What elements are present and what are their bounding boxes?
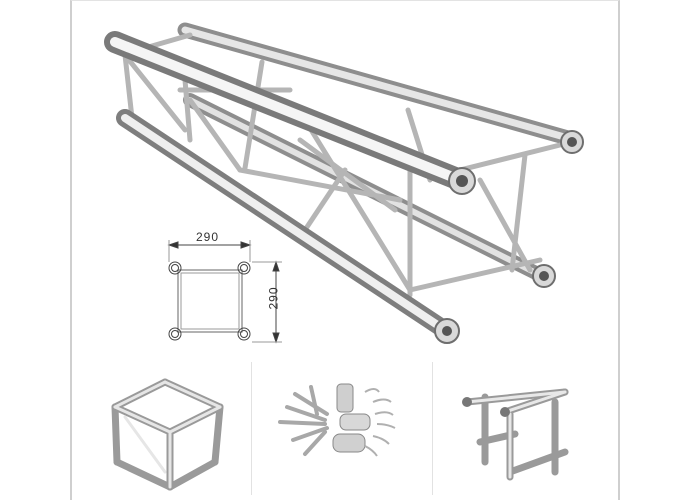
cross-section-diagram [167, 240, 282, 344]
thumbnail-corner-piece[interactable] [455, 362, 585, 495]
height-dimension-label: 290 [266, 286, 281, 310]
tube-end-caps [434, 130, 584, 344]
corner-block-illustration [111, 378, 224, 491]
thumbnail-connectors[interactable] [265, 362, 425, 495]
connectors-illustration [278, 383, 396, 457]
main-truss-render: 290 290 [104, 22, 584, 344]
thumbnail-divider [432, 362, 433, 495]
width-dimension-label: 290 [196, 230, 220, 244]
corner-piece-illustration [462, 388, 569, 481]
truss-segment-illustration [104, 22, 584, 344]
thumbnail-corner-block[interactable] [95, 362, 245, 495]
thumbnail-divider [251, 362, 252, 495]
